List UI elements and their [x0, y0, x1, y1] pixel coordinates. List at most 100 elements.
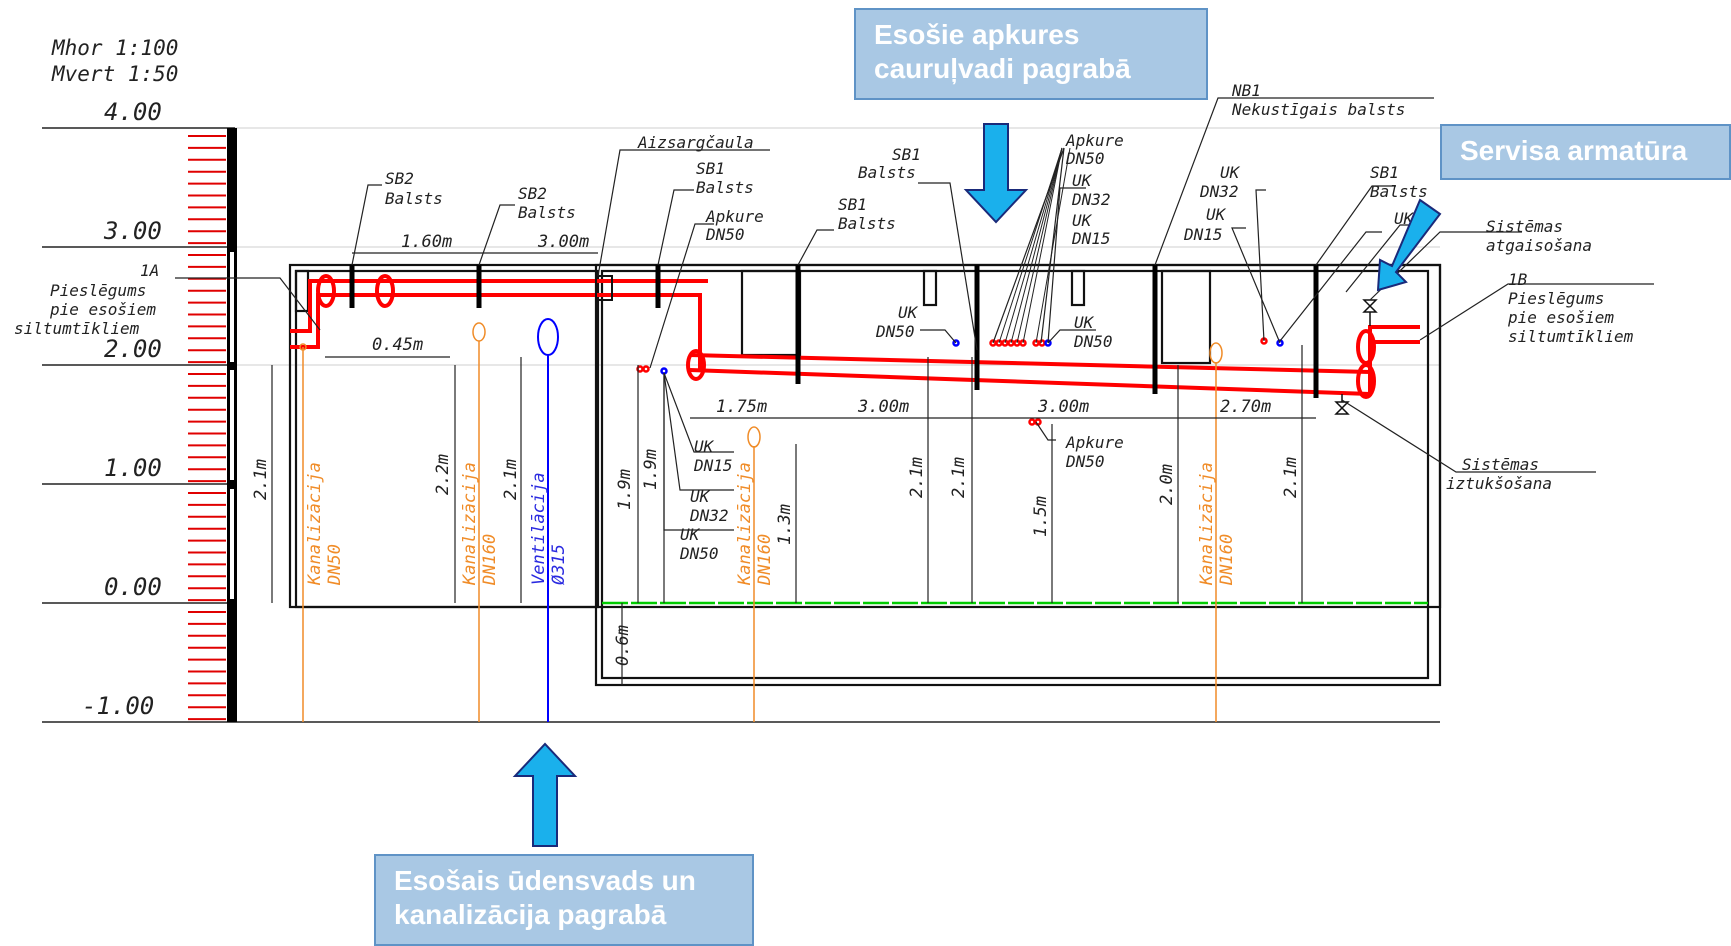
conn-1a-code: 1A [140, 261, 159, 280]
heating-group-uk2-size: DN15 [1071, 229, 1111, 248]
heating-group-name: Apkure [1065, 131, 1124, 150]
dim-v-2-0: 2.0m [1157, 464, 1177, 505]
uk-left-2-size: DN32 [689, 506, 729, 525]
system-vent-2: atgaisošana [1486, 236, 1592, 255]
heating-group-size: DN50 [1065, 149, 1105, 168]
elevation-scale-bar [227, 128, 237, 722]
dim-3-00-a: 3.00m [537, 232, 589, 252]
dim-v-2-1-e: 2.1m [1281, 457, 1301, 498]
sb1-d-name: Balsts [1370, 182, 1428, 201]
elevation-scale-ticks [188, 135, 226, 721]
nb1-name: Nekustīgais balsts [1231, 100, 1405, 119]
heating-group-uk1: UK [1072, 171, 1093, 190]
arrow-up-icon [512, 742, 578, 847]
ventilation-pipe [537, 318, 559, 722]
heating-group-uk2: UK [1072, 211, 1093, 230]
annotations: 1A Pieslēgums pie esošiem siltumtīkliem … [14, 81, 1634, 563]
sb1-c-name: Balsts [858, 163, 916, 182]
sewer-b-size: DN160 [480, 534, 500, 586]
dim-v-2-2: 2.2m [433, 454, 453, 495]
callout-heating-line2: cauruļvadi pagrabā [874, 53, 1131, 84]
uk-right-1-size: DN32 [1199, 182, 1239, 201]
heating-b-name: Apkure [1065, 433, 1124, 452]
uk-right-1: UK [1220, 163, 1241, 182]
uk-dn50-a: UK [898, 303, 919, 322]
ventilation-size: Ø315 [549, 544, 569, 585]
conn-1b-line2: pie esošiem [1507, 308, 1614, 327]
dim-v-1-9-b: 1.9m [641, 449, 661, 490]
dim-3-00-b: 3.00m [857, 397, 909, 417]
callout-water-line1: Esošais ūdensvads un [394, 865, 696, 896]
branch-connections [636, 337, 1284, 426]
conn-1b-code: 1B [1508, 270, 1528, 289]
dim-1-75: 1.75m [716, 397, 767, 417]
conn-1b-line3: siltumtīkliem [1508, 327, 1634, 346]
dim-v-2-1-c: 2.1m [907, 457, 927, 498]
uk-left-3-size: DN50 [679, 544, 719, 563]
sewer-d-size: DN160 [1217, 534, 1237, 586]
uk-left-1-size: DN15 [693, 456, 733, 475]
dim-v-2-1-b: 2.1m [501, 459, 521, 500]
system-vent-1: Sistēmas [1486, 217, 1563, 236]
elevation-label-3: 3.00 [103, 217, 162, 245]
sb1-a-code: SB1 [696, 159, 725, 178]
sb1-d-code: SB1 [1370, 163, 1399, 182]
callout-arrows [512, 123, 1442, 847]
uk-right-2-size: DN15 [1183, 225, 1223, 244]
sewer-a-size: DN50 [325, 544, 345, 586]
sb2-b-name: Balsts [518, 203, 576, 222]
heating-group-uk1-size: DN32 [1071, 190, 1111, 209]
protective-sleeve [595, 275, 613, 301]
uk-dn50-b-size: DN50 [1073, 332, 1113, 351]
system-drain-2: iztukšošana [1446, 474, 1552, 493]
dim-v-2-1-a: 2.1m [251, 459, 271, 500]
callout-heating-line1: Esošie apkures [874, 19, 1080, 50]
elevation-label-minus1: -1.00 [82, 692, 154, 720]
dim-v-2-1-d: 2.1m [949, 457, 969, 498]
callout-water-line2: kanalizācija pagrabā [394, 899, 667, 930]
sb1-c-code: SB1 [892, 145, 921, 164]
uk-dn50-b: UK [1074, 313, 1095, 332]
arrow-down-icon [963, 123, 1029, 224]
arrow-diagonal-icon [1376, 198, 1442, 292]
dim-1-60: 1.60m [401, 232, 452, 252]
pipe-labels: Kanalizācija DN50 Kanalizācija DN160 Ven… [305, 462, 1237, 586]
elevation-label-2: 2.00 [104, 335, 162, 363]
heating-a-size: DN50 [705, 225, 745, 244]
uk-left-2: UK [690, 487, 711, 506]
system-drain-1: Sistēmas [1462, 455, 1539, 474]
leader-lines [175, 97, 1654, 531]
dim-v-0-6: 0.6m [613, 625, 633, 666]
sb1-b-code: SB1 [838, 195, 867, 214]
sewer-c-label: Kanalizācija [735, 462, 755, 586]
dim-v-1-9-a: 1.9m [615, 469, 635, 510]
callout-service-text: Servisa armatūra [1460, 135, 1688, 166]
sb2-b-code: SB2 [518, 184, 547, 203]
uk-dn50-a-size: DN50 [875, 322, 915, 341]
dim-v-1-5: 1.5m [1031, 496, 1051, 537]
sewer-pipes [299, 322, 1223, 722]
sewer-d-label: Kanalizācija [1197, 462, 1217, 586]
sewer-a-label: Kanalizācija [305, 462, 325, 586]
sb1-b-name: Balsts [838, 214, 896, 233]
conn-1a-line1: Pieslēgums [50, 281, 146, 300]
pipe-supports [349, 265, 1319, 398]
protective-sleeve-label: Aizsargčaula [637, 133, 754, 152]
uk-right-2: UK [1206, 205, 1227, 224]
elevation-levels [42, 127, 1440, 723]
dim-2-70: 2.70m [1220, 397, 1271, 417]
elevation-label-0: 0.00 [104, 573, 162, 601]
conn-1a-line3: siltumtīkliem [14, 319, 140, 338]
valve-vent [1334, 299, 1378, 415]
dimension-lines [271, 252, 1316, 685]
dim-0-45: 0.45m [372, 335, 423, 355]
sewer-c-size: DN160 [755, 534, 775, 586]
callout-water-sewer: Esošais ūdensvads un kanalizācija pagrab… [374, 854, 754, 946]
sewer-b-label: Kanalizācija [460, 462, 480, 586]
heating-pipes [290, 274, 1420, 399]
sb1-a-name: Balsts [696, 178, 754, 197]
elevation-label-4: 4.00 [104, 98, 162, 126]
elevation-label-1: 1.00 [104, 454, 162, 482]
heating-a-name: Apkure [705, 207, 764, 226]
